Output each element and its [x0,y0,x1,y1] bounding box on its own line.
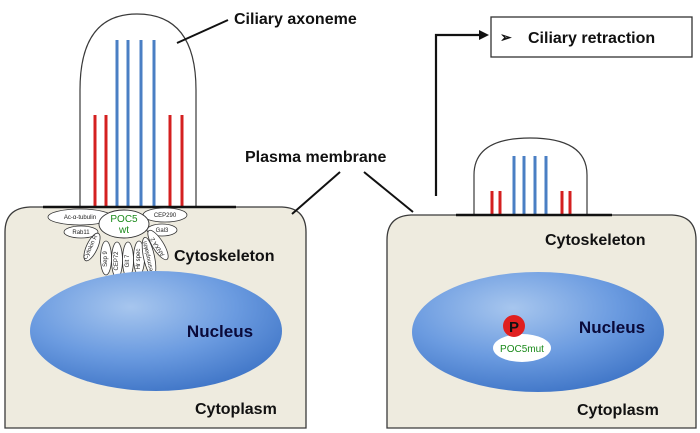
right-red-microtubules [490,191,572,215]
ciliary-axoneme-label: Ciliary axoneme [234,11,357,28]
label-sep9: Sep 9 [103,251,109,267]
right-blue-microtubules [512,156,548,215]
right-nucleus-label: Nucleus [579,318,645,337]
poc5-wt-label-1: POC5 [110,214,138,225]
ciliary-retraction-box [490,16,693,58]
label-cep290: CEP290 [154,213,177,219]
interactor-rab11 [63,225,99,239]
membrane-pointer-left [291,171,341,215]
label-hrspec: Hr spec [136,249,142,270]
retraction-arrowhead [479,30,489,40]
right-cilium-dome [473,137,588,215]
left-cilium-dome [79,13,197,207]
label-rab11: Rab11 [72,230,90,236]
poc5-wt-protein [98,209,150,239]
label-git7: Git 7 [125,254,131,267]
left-cytoskeleton-label: Cytoskeleton [174,248,274,265]
interactor-cytokin-r [83,232,101,262]
right-nucleus [412,272,664,392]
membrane-pointer-right [363,171,414,213]
axoneme-pointer-line [176,19,229,44]
plasma-membrane-label: Plasma membrane [245,149,387,166]
label-cep72: CEP72 [114,251,120,271]
right-cytoplasm-label: Cytoplasm [577,402,659,419]
phospho-label: P [509,319,519,336]
poc5-mut-protein [493,334,551,362]
retraction-bullet-icon: ➢ [500,29,512,45]
phospho-badge [503,315,525,337]
interactor-anxa2 [147,229,169,261]
poc5-interactors [47,207,188,279]
retraction-arrow-line [434,33,480,196]
left-blue-microtubules [115,40,156,207]
label-gal3: Gal3 [156,228,169,234]
ciliary-retraction-label: Ciliary retraction [528,30,655,47]
left-nucleus [30,271,282,391]
left-red-microtubules [93,115,184,207]
poc5-wt-label-2: wt [118,225,129,236]
label-ac-tubulin: Ac-α-tubulin [64,215,96,221]
right-cytoskeleton-label: Cytoskeleton [545,232,645,249]
poc5-mut-label: POC5mut [500,344,544,355]
left-nucleus-label: Nucleus [187,322,253,341]
left-cytoplasm-label: Cytoplasm [195,401,277,418]
